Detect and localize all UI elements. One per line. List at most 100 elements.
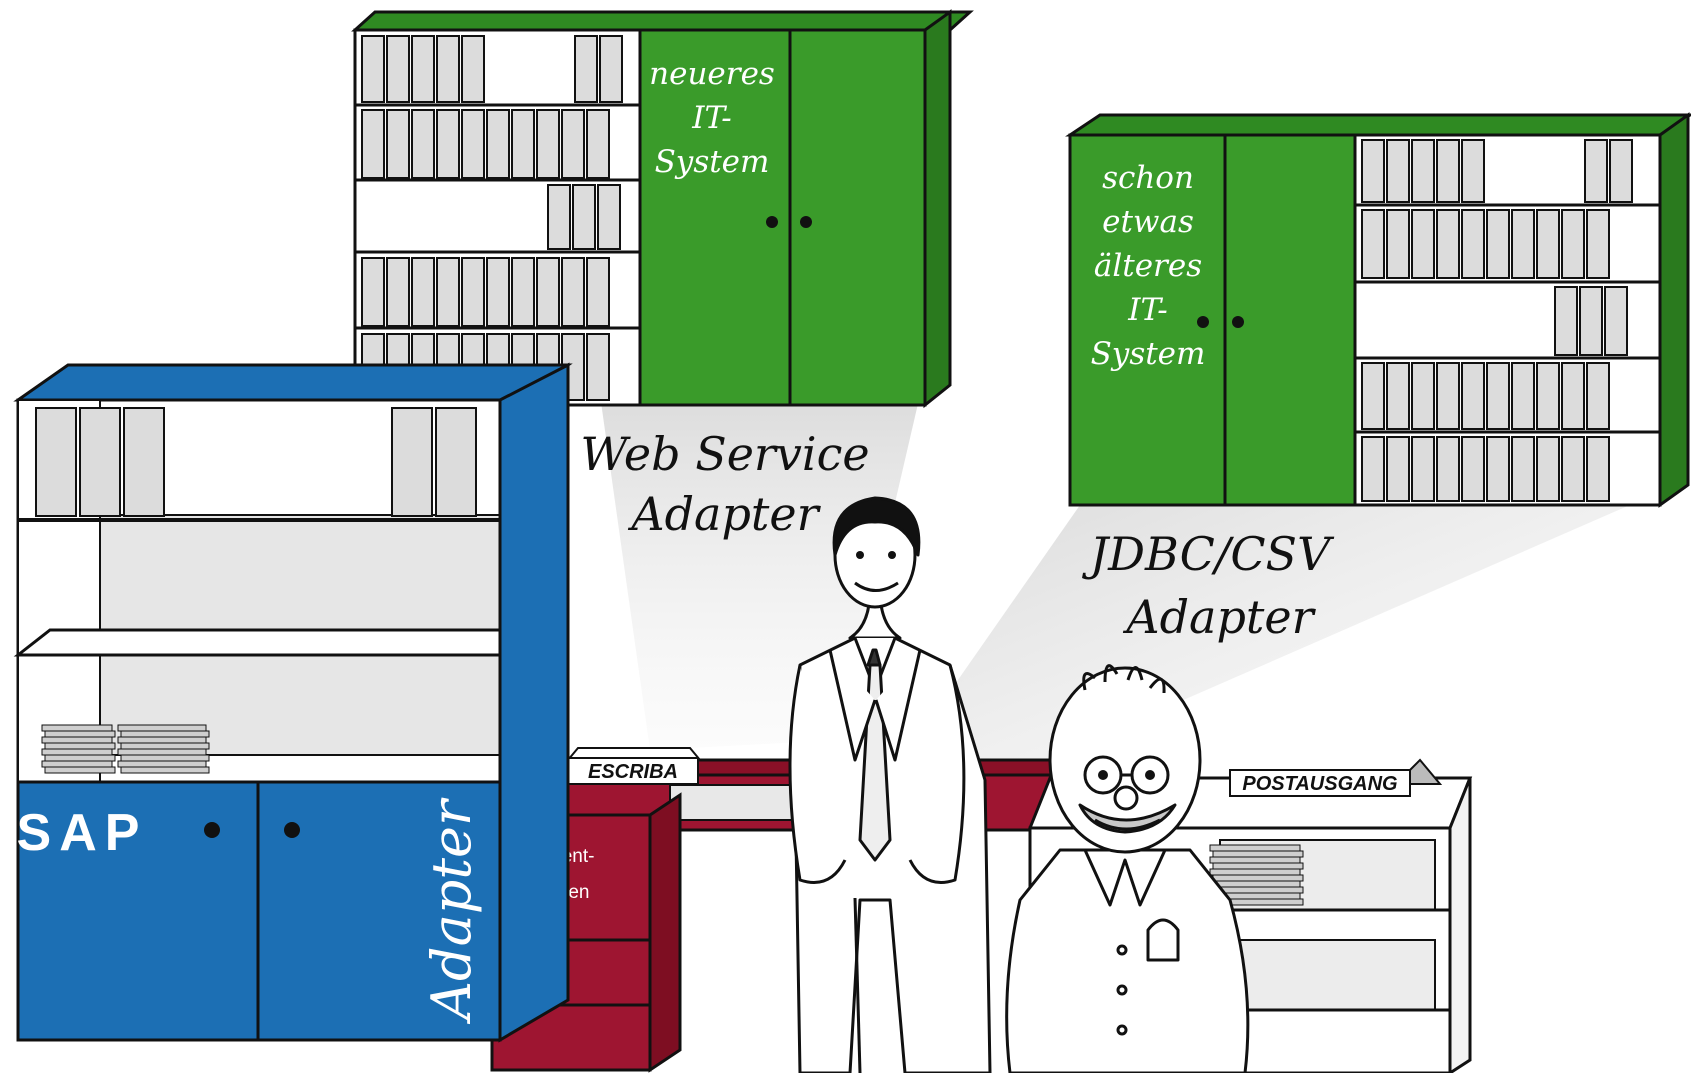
binder (511, 109, 535, 179)
older-system-line-1: schon (1102, 160, 1194, 196)
binder (1361, 209, 1385, 279)
paper-sheet (117, 748, 207, 756)
paper-stack (41, 724, 210, 774)
paper-sheet (44, 742, 116, 750)
binder (561, 109, 585, 179)
paper-sheet (41, 736, 113, 744)
binder (1586, 362, 1610, 430)
paper-sheet (120, 730, 210, 738)
older-system-line-4: IT- (1127, 292, 1167, 328)
binder (486, 257, 510, 327)
sap-label: SAP (17, 804, 148, 862)
binder (597, 184, 621, 250)
escriba-sign: ESCRIBA (588, 761, 678, 783)
web-service-adapter-line-1: Web Service (580, 427, 869, 481)
binder (123, 407, 165, 517)
binder (1561, 436, 1585, 502)
binder (1436, 209, 1460, 279)
binder (599, 35, 623, 103)
newer-system-line-1: neueres (649, 56, 775, 92)
binder (547, 184, 571, 250)
paper-sheet (1212, 886, 1304, 894)
binder (1579, 286, 1603, 356)
binder (411, 35, 435, 103)
cabinet-knob (766, 216, 778, 228)
binder (1486, 362, 1510, 430)
paper-sheet (120, 766, 210, 774)
binder (391, 407, 433, 517)
binder (1586, 436, 1610, 502)
older-system-line-5: System (1091, 336, 1206, 372)
binder (461, 257, 485, 327)
binder (1461, 209, 1485, 279)
paper-sheet (117, 724, 207, 732)
paper-sheet (44, 730, 116, 738)
binder (1461, 139, 1485, 203)
paper-stack (1209, 844, 1304, 906)
binder (436, 109, 460, 179)
binder (1411, 209, 1435, 279)
businessman-figure (788, 496, 992, 1073)
binder (1386, 209, 1410, 279)
binder (361, 257, 385, 327)
older-system-line-3: älteres (1094, 248, 1202, 284)
binder (461, 109, 485, 179)
newer-system-line-2: IT- (691, 100, 731, 136)
binder (79, 407, 121, 517)
binder (361, 35, 385, 103)
cabinet-knob (284, 822, 300, 838)
binder (1554, 286, 1578, 356)
binder (1411, 436, 1435, 502)
binder (586, 109, 610, 179)
binder (586, 333, 610, 401)
binder (1361, 139, 1385, 203)
paper-sheet (120, 742, 210, 750)
paper-sheet (1209, 856, 1301, 864)
binder (586, 257, 610, 327)
binder (1586, 209, 1610, 279)
newer-system-line-3: System (655, 144, 770, 180)
binder (1561, 362, 1585, 430)
binder (461, 35, 485, 103)
binder (536, 109, 560, 179)
cabinet-knob (1197, 316, 1209, 328)
paper-sheet (1212, 862, 1304, 870)
binder (1584, 139, 1608, 203)
binder (1386, 362, 1410, 430)
binder (435, 407, 477, 517)
binder (1536, 209, 1560, 279)
paper-sheet (117, 736, 207, 744)
binder (511, 257, 535, 327)
cabinet-knob (204, 822, 220, 838)
binder (1461, 436, 1485, 502)
binder (1411, 362, 1435, 430)
paper-sheet (120, 754, 210, 762)
binder (1486, 209, 1510, 279)
sap-adapter-label: Adapter (420, 797, 483, 1025)
binder (1511, 209, 1535, 279)
paper-sheet (41, 748, 113, 756)
binder (1604, 286, 1628, 356)
binder (386, 35, 410, 103)
binder (561, 257, 585, 327)
binder (436, 257, 460, 327)
binder (411, 257, 435, 327)
round-head-clerk-figure (1005, 664, 1250, 1073)
binder (361, 109, 385, 179)
binder (1411, 139, 1435, 203)
postausgang-sign: POSTAUSGANG (1242, 773, 1397, 795)
cabinet-knob (800, 216, 812, 228)
binder (1386, 436, 1410, 502)
web-service-adapter-line-2: Adapter (627, 487, 821, 541)
binder (1536, 362, 1560, 430)
binder (572, 184, 596, 250)
binder (1386, 139, 1410, 203)
binder (536, 257, 560, 327)
binder-rows (1361, 139, 1633, 502)
binder (1561, 209, 1585, 279)
paper-sheet (1209, 844, 1301, 852)
binder (411, 109, 435, 179)
paper-sheet (41, 724, 113, 732)
paper-sheet (41, 760, 113, 768)
